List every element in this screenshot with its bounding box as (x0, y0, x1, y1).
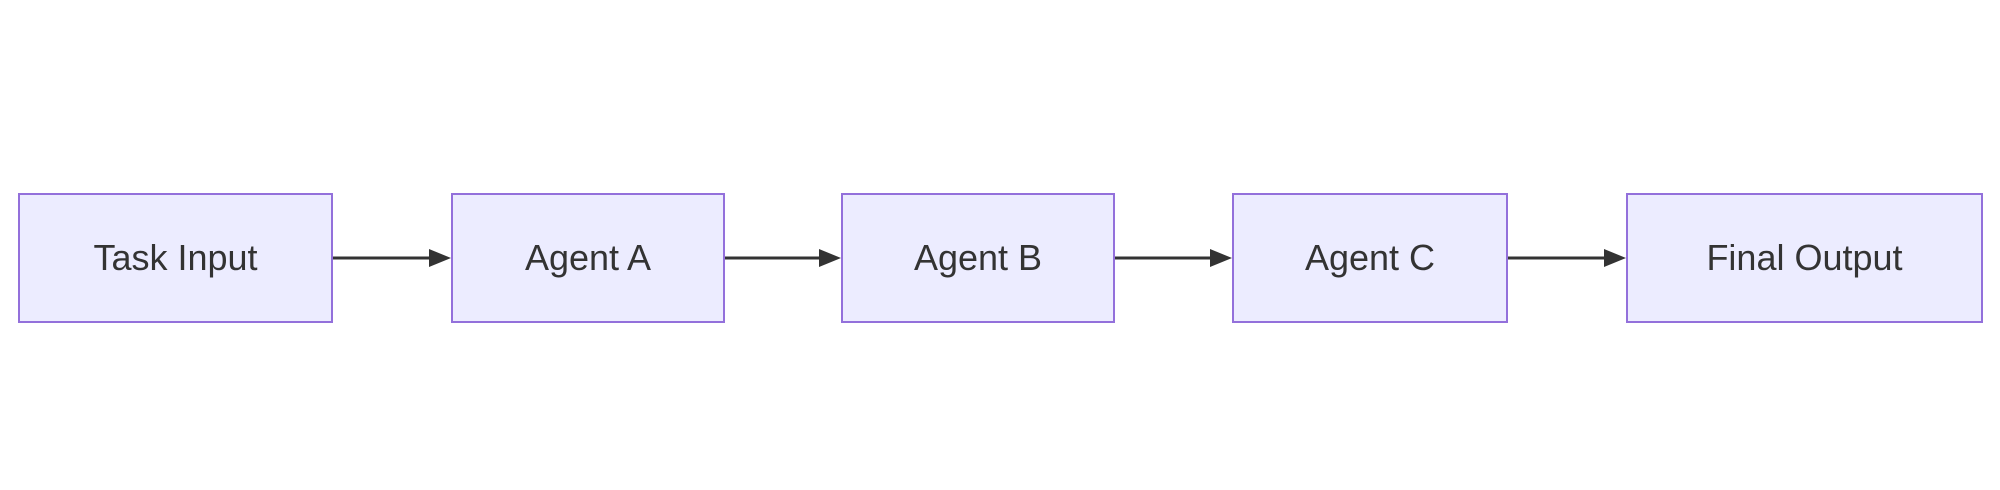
arrowhead-icon (1210, 249, 1232, 267)
node-label: Agent A (524, 237, 652, 279)
node-label: Final Output (1706, 237, 1903, 279)
arrowhead-icon (819, 249, 841, 267)
node-label: Agent C (1304, 237, 1436, 279)
arrowhead-icon (1604, 249, 1626, 267)
node-label: Task Input (93, 237, 258, 279)
node-agent-c: Agent C (1232, 193, 1508, 323)
node-final-output: Final Output (1626, 193, 1983, 323)
arrowhead-icon (429, 249, 451, 267)
flow-arrow-task-input-to-agent-a (333, 249, 451, 267)
node-agent-b: Agent B (841, 193, 1115, 323)
node-label: Agent B (913, 237, 1043, 279)
flow-arrow-agent-b-to-agent-c (1115, 249, 1232, 267)
node-task-input: Task Input (18, 193, 333, 323)
flow-arrow-agent-c-to-final-output (1508, 249, 1626, 267)
node-agent-a: Agent A (451, 193, 725, 323)
flow-arrow-agent-a-to-agent-b (725, 249, 841, 267)
